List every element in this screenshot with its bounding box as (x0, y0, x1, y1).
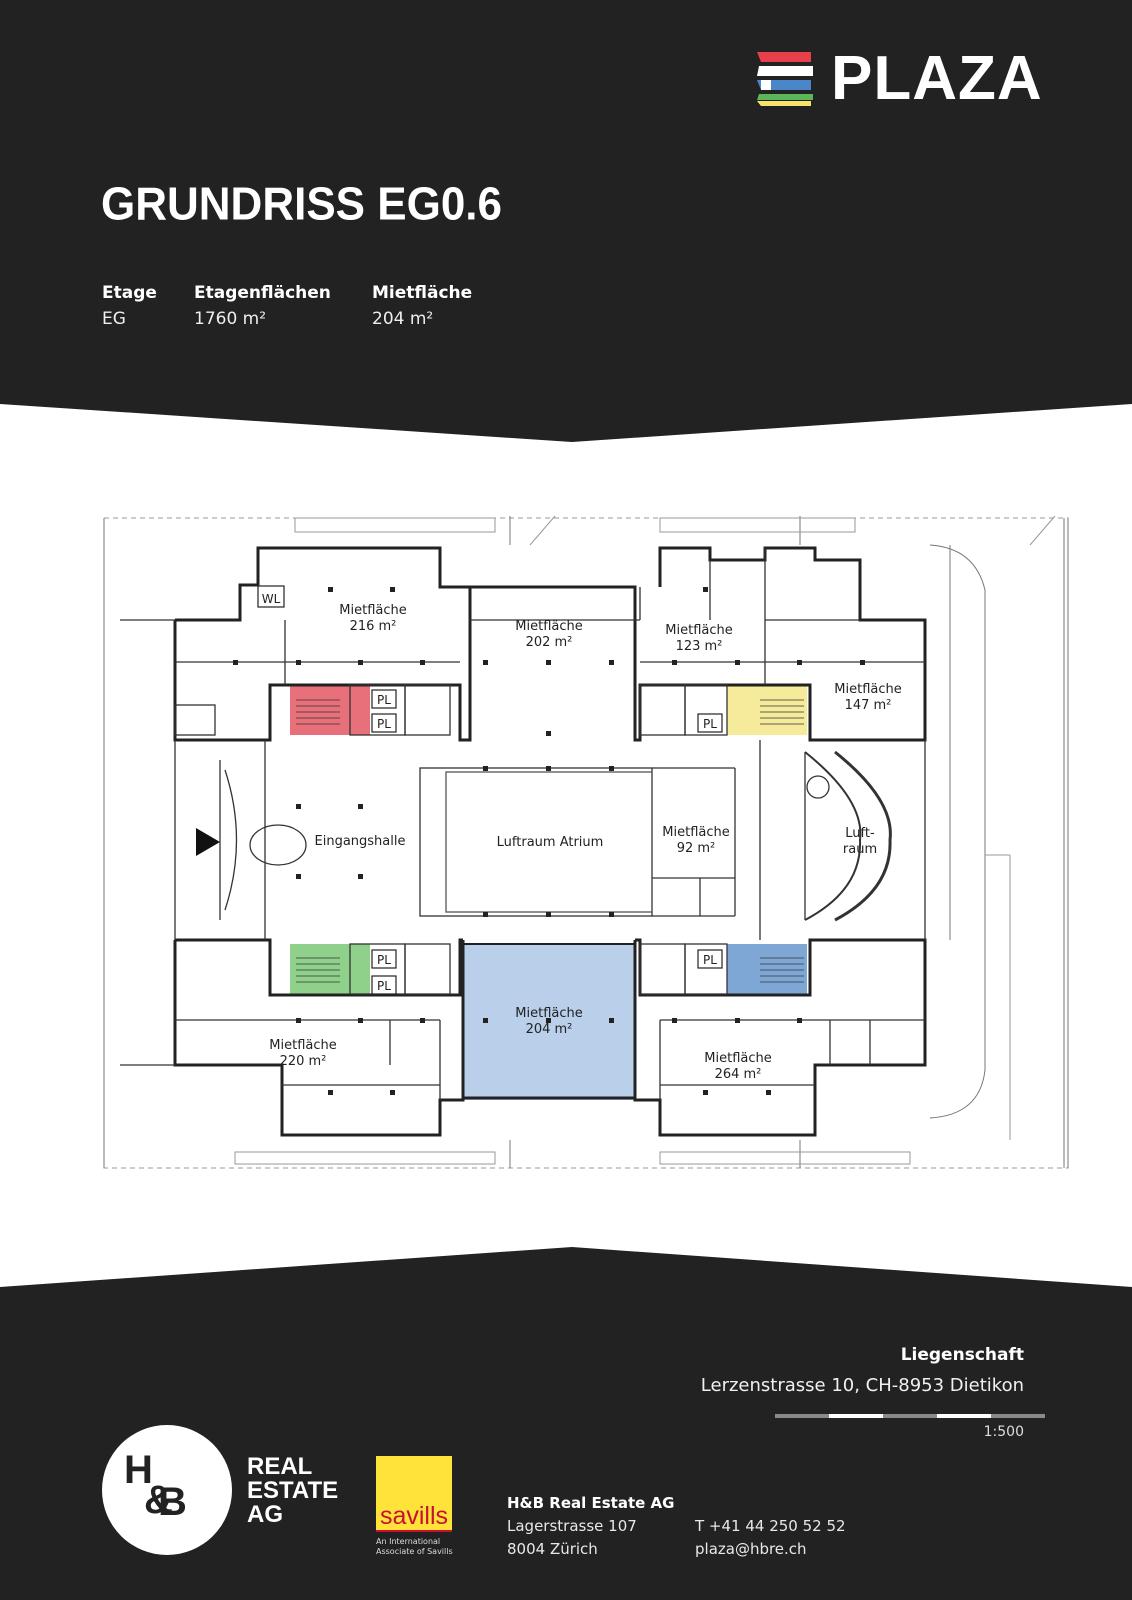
stat-value: 1760 m² (194, 309, 267, 329)
interior-walls (120, 548, 926, 1100)
pl-label: PL (377, 953, 391, 967)
hb-logo-letters: H & B (124, 1448, 187, 1524)
entrance-arrow-icon (196, 828, 220, 856)
pl-box (371, 689, 397, 709)
header-band (0, 0, 1132, 442)
stat-label: Mietfläche (372, 283, 473, 303)
property-address: Lerzenstrasse 10, CH-8953 Dietikon (700, 1375, 1024, 1396)
pl-box (697, 713, 723, 733)
room-luftraum: Luft-raum (842, 826, 878, 857)
stat-label: Etagenflächen (194, 283, 331, 303)
pl-label: PL (703, 717, 717, 731)
stat-etage: Etage EG (102, 283, 157, 329)
page-title: GRUNDRISS EG0.6 (101, 178, 502, 231)
plaza-logo-icon (757, 52, 813, 106)
company-street: Lagerstrasse 107 (507, 1517, 637, 1535)
pl-box (371, 713, 397, 733)
pl-label: PL (377, 979, 391, 993)
pl-box (371, 975, 397, 995)
site-outline (103, 515, 1069, 1169)
stair-green (290, 944, 370, 994)
savills-underline (376, 1530, 452, 1532)
stair-red (290, 685, 370, 735)
savills-tagline: An International Associate of Savills (376, 1537, 453, 1556)
stair-treads (296, 699, 804, 983)
hb-logo (102, 1425, 232, 1555)
pl-label: PL (377, 693, 391, 707)
company-address: H&B Real Estate AG Lagerstrasse 107 8004… (507, 1492, 674, 1561)
stat-etagenflaechen: Etagenflächen 1760 m² (194, 283, 331, 329)
room-luftraum-atrium: Luftraum Atrium (496, 835, 604, 850)
floor-plan (103, 515, 1069, 1169)
stat-mietflaeche: Mietfläche 204 m² (372, 283, 472, 329)
pl-label: PL (377, 717, 391, 731)
savills-logo (376, 1456, 452, 1532)
pl-box (697, 949, 723, 969)
stat-value: 204 m² (372, 309, 434, 329)
room-eingangshalle: Eingangshalle (314, 834, 406, 849)
footer-band (0, 1247, 1132, 1600)
scale-bar (775, 1414, 1045, 1418)
stat-label: Etage (102, 283, 157, 303)
scale-label: 1:500 (983, 1424, 1024, 1440)
pl-label: PL (703, 953, 717, 967)
wl-label: WL (261, 592, 281, 606)
stair-yellow (727, 685, 807, 735)
company-contact: T +41 44 250 52 52 plaza@hbre.ch (695, 1515, 846, 1561)
stair-blue (727, 944, 807, 994)
company-city: 8004 Zürich (507, 1540, 598, 1558)
company-phone[interactable]: T +41 44 250 52 52 (695, 1517, 846, 1535)
company-email[interactable]: plaza@hbre.ch (695, 1540, 807, 1558)
columns (233, 587, 865, 1095)
hb-logo-text: REAL ESTATE AG (247, 1453, 339, 1528)
savills-wordmark: savills (379, 1502, 449, 1530)
wl-box (257, 585, 285, 608)
stat-value: EG (102, 309, 126, 329)
pl-box (371, 949, 397, 969)
company-name: H&B Real Estate AG (507, 1494, 675, 1512)
brand-wordmark: PLAZA (831, 44, 1043, 113)
property-label: Liegenschaft (900, 1345, 1024, 1365)
